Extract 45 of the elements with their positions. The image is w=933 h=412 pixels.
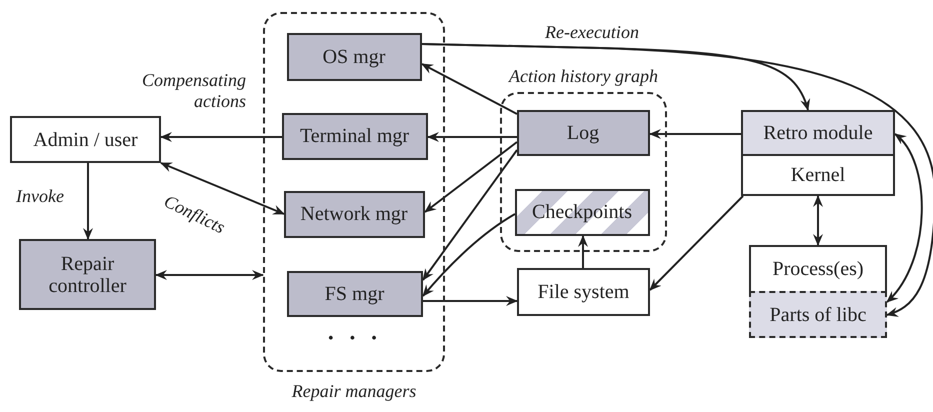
arrow: [421, 63, 518, 115]
arrow: [427, 132, 517, 142]
arrow: [422, 43, 933, 316]
process-box: [19, 239, 156, 310]
node-label: OS mgr: [322, 46, 386, 68]
node-label: Log: [566, 122, 600, 144]
process-box: [284, 190, 424, 238]
process-box: [286, 32, 422, 80]
node-label: Network mgr: [300, 203, 408, 225]
process-box: [516, 110, 650, 156]
ellipsis: • • •: [328, 330, 383, 348]
node-label: File system: [538, 281, 630, 303]
node-label: Terminal mgr: [300, 125, 410, 147]
node-label: FS mgr: [324, 282, 384, 304]
node-label: Repair controller: [48, 252, 128, 296]
process-box: [282, 112, 428, 160]
process-box: [741, 110, 895, 156]
group-title: Repair managers: [292, 381, 416, 402]
process-box: [741, 154, 895, 196]
node-label: Parts of libc: [770, 304, 866, 326]
arrow: [578, 235, 588, 268]
arrow: [83, 163, 93, 240]
node-label: Retro module: [763, 122, 873, 144]
arrow: [886, 133, 923, 303]
arrow: [155, 270, 264, 280]
process-box: [514, 188, 650, 236]
arrow: [160, 132, 282, 142]
node-label: Checkpoints: [532, 201, 632, 223]
node-label: Process(es): [772, 258, 864, 280]
arrow: [424, 141, 518, 213]
process-box: [749, 291, 887, 338]
arrow: [649, 129, 741, 139]
node-label: Admin / user: [33, 128, 138, 150]
arrow: [422, 213, 516, 297]
arrow: [813, 195, 823, 246]
arrow: [649, 195, 744, 291]
process-box: [10, 116, 161, 163]
process-box: [517, 268, 650, 316]
node-label: Kernel: [790, 164, 846, 186]
group-title: Action history graph: [509, 66, 658, 87]
arrow: [423, 296, 518, 306]
arrow: [422, 149, 518, 281]
process-box: [749, 245, 887, 293]
arrow: [160, 162, 285, 215]
process-box: [286, 270, 422, 316]
